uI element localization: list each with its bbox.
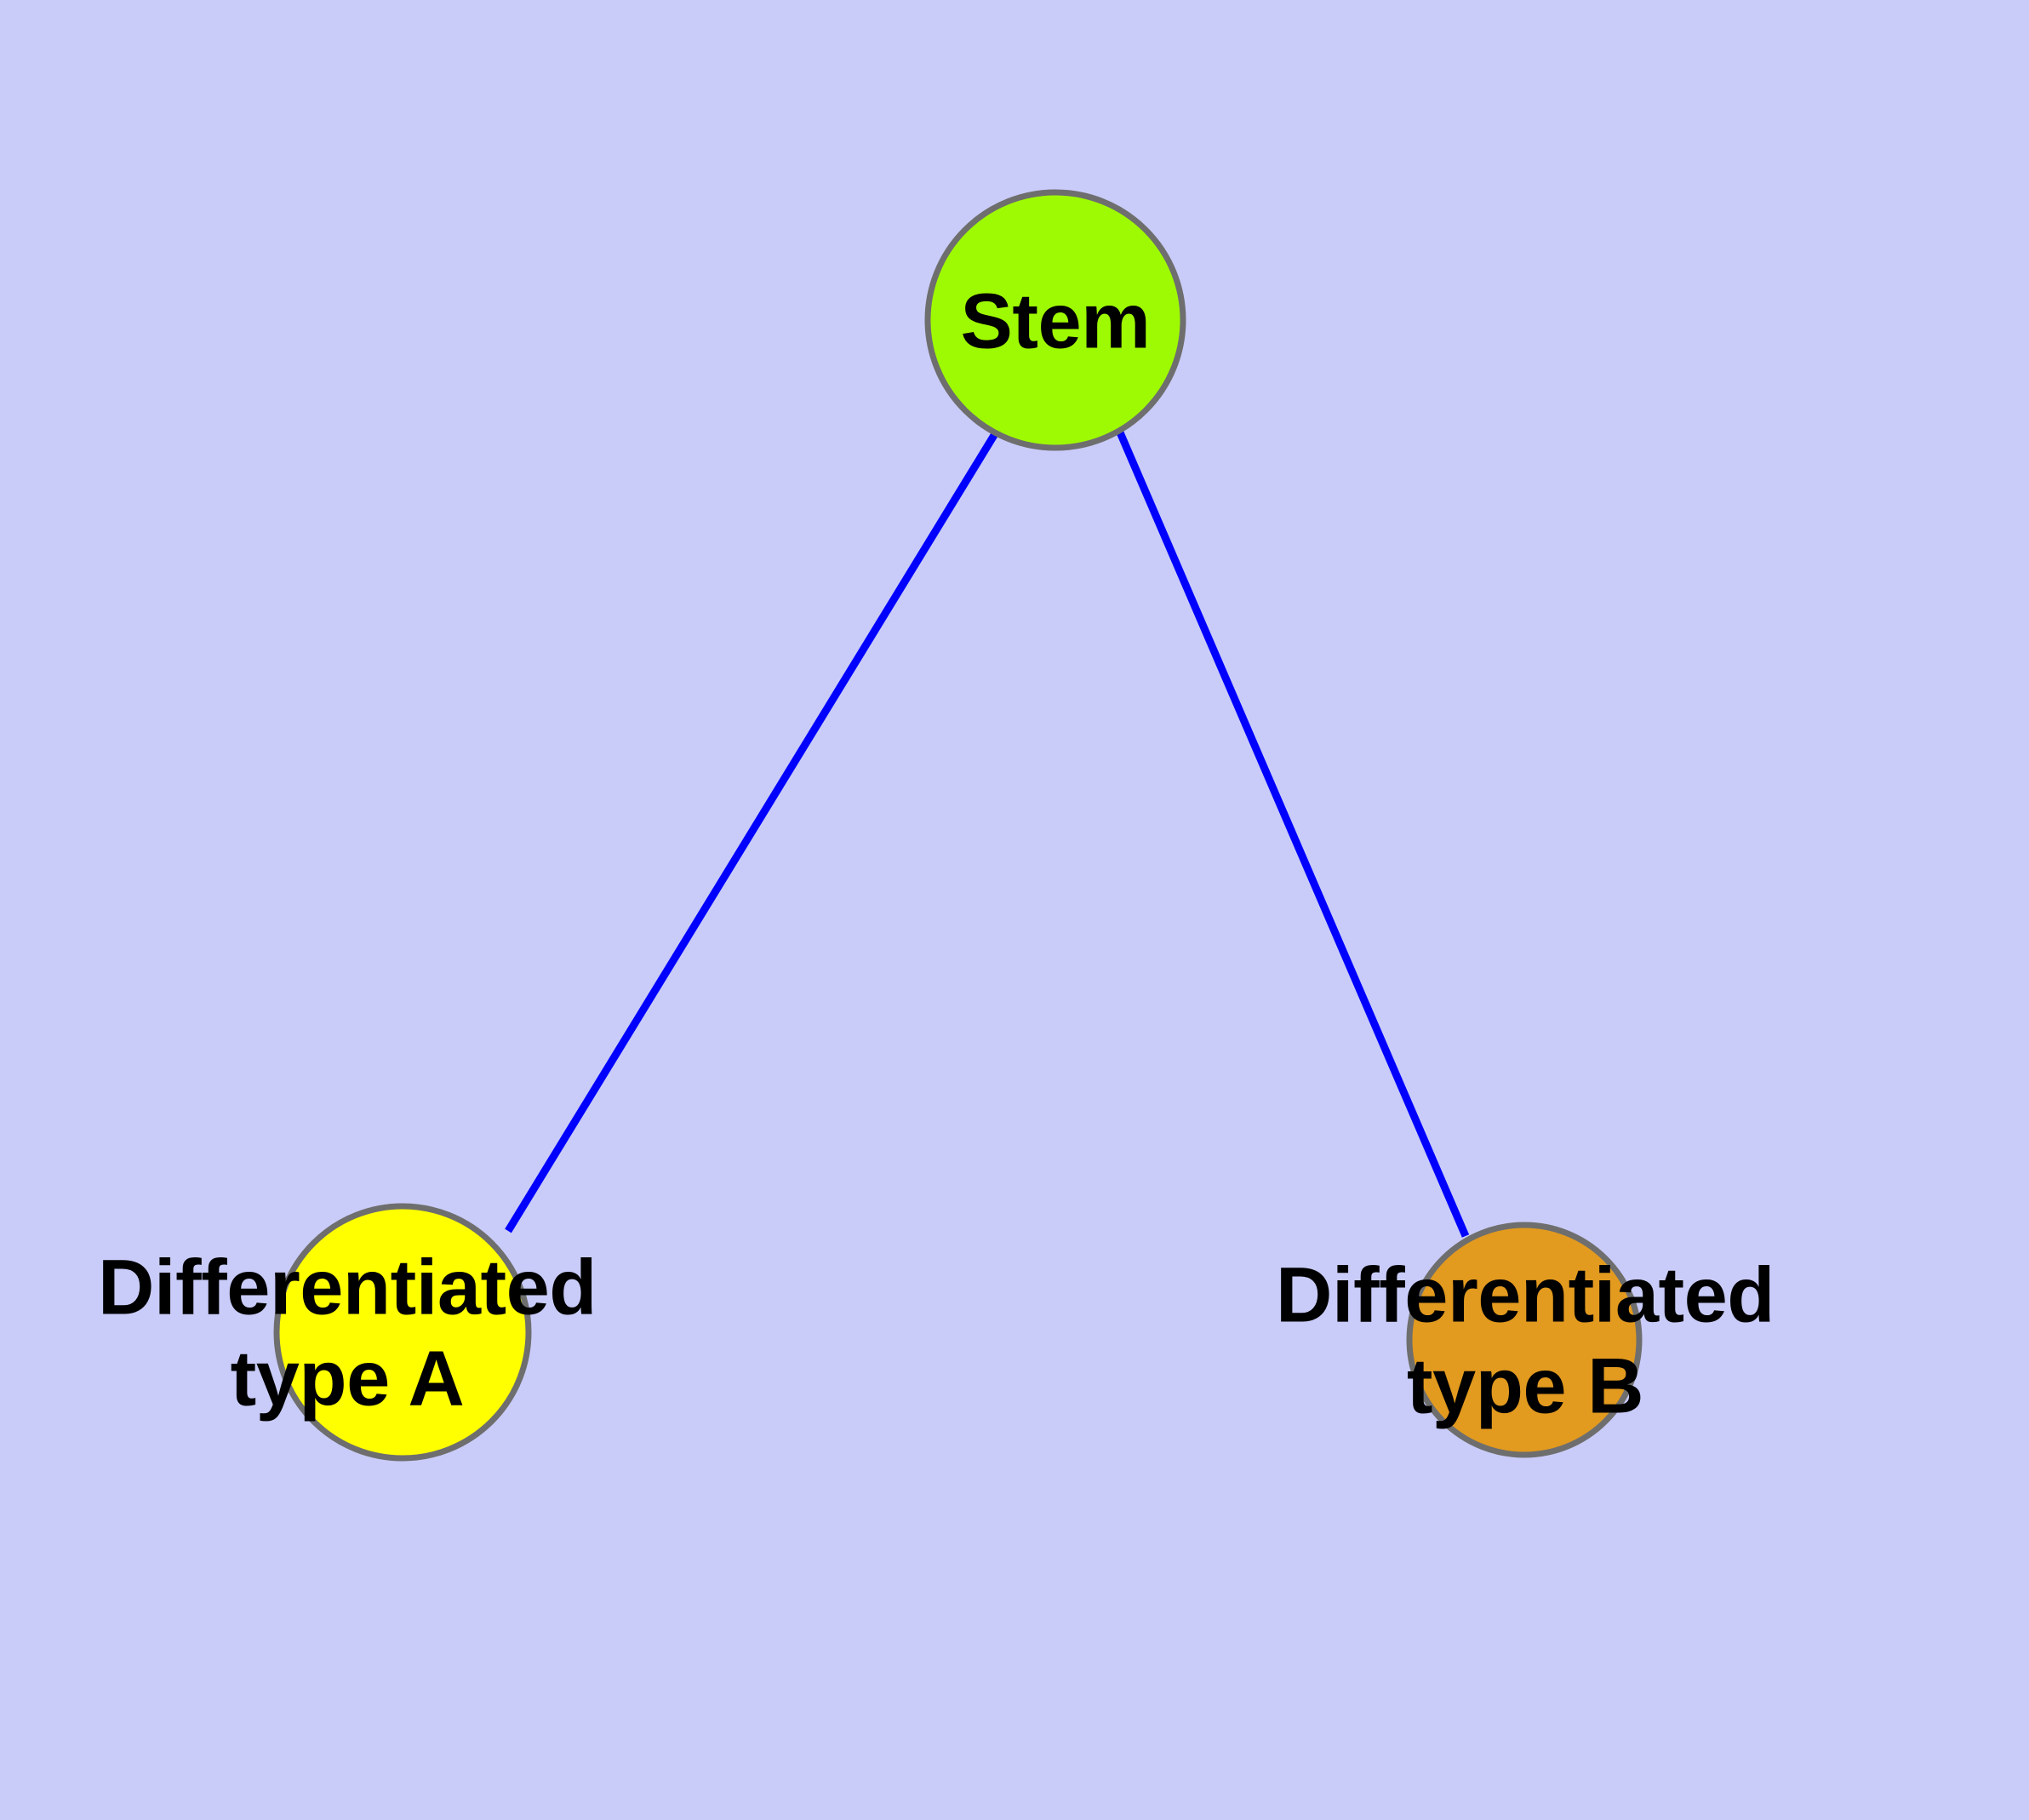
edge-stem-to-type-a[interactable] bbox=[505, 430, 999, 1233]
node-layer bbox=[273, 189, 1643, 1462]
node-differentiated-type-b[interactable] bbox=[1406, 1222, 1643, 1458]
node-differentiated-type-a[interactable] bbox=[273, 1203, 532, 1462]
node-stem[interactable] bbox=[924, 189, 1186, 451]
edge-stem-to-type-b[interactable] bbox=[1116, 431, 1470, 1238]
edge-layer bbox=[505, 430, 1470, 1238]
